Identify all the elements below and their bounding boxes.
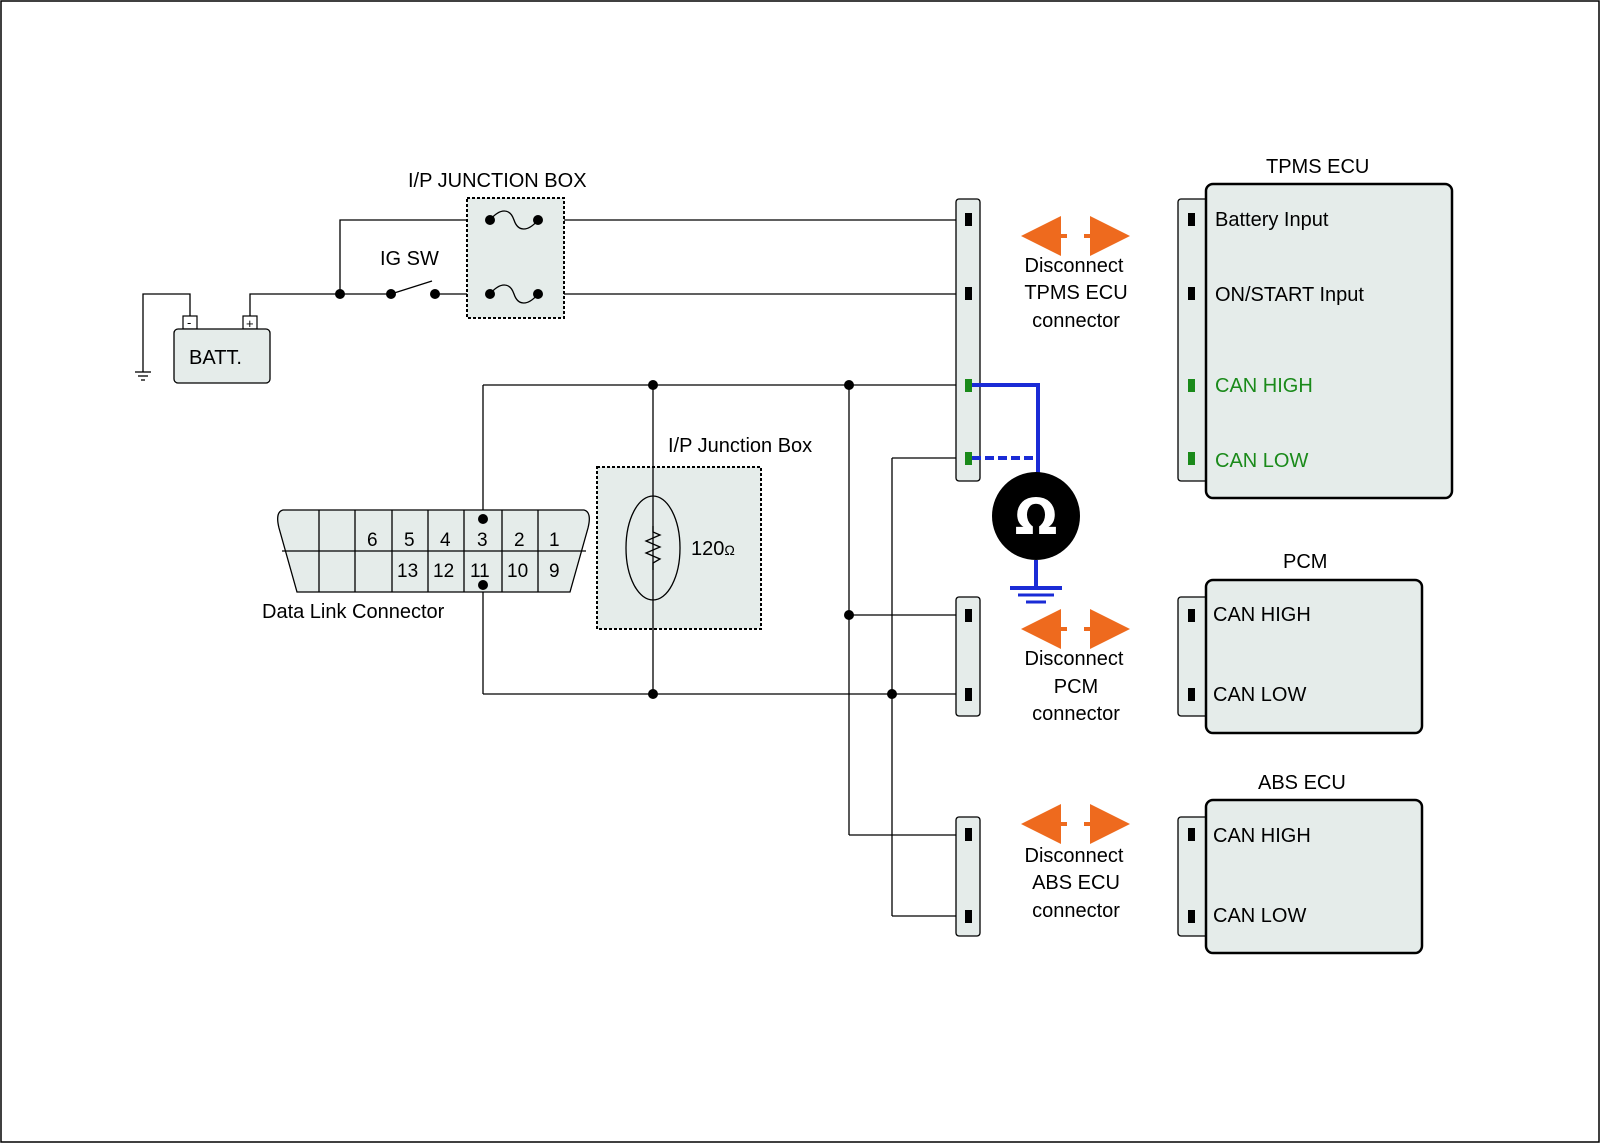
battery-positive-label: + (246, 316, 254, 331)
abs-ecu-module: ABS ECU CAN HIGH CAN LOW (1177, 772, 1424, 955)
tpms-can-low: CAN LOW (1215, 450, 1308, 472)
abs-can-high: CAN HIGH (1213, 825, 1311, 847)
tpms-ecu-module: TPMS ECU Battery Input ON/START Input CA… (1177, 156, 1454, 500)
abs-can-low: CAN LOW (1213, 905, 1306, 927)
dlc-pin-3: 3 (477, 530, 488, 551)
disconnect-pcm-line2: PCM (1054, 676, 1098, 698)
pcm-module: PCM CAN HIGH CAN LOW (1177, 551, 1424, 735)
disconnect-tpms: Disconnect TPMS ECU connector (1021, 216, 1130, 332)
ip-junction-box-title: I/P JUNCTION BOX (408, 170, 587, 192)
battery-label: BATT. (189, 347, 242, 369)
tpms-on-start-input: ON/START Input (1215, 284, 1364, 306)
disconnect-pcm-line1: Disconnect (1025, 648, 1124, 670)
dlc-pin-1: 1 (549, 530, 560, 551)
disconnect-pcm-line3: connector (1032, 703, 1120, 725)
disconnect-pcm: Disconnect PCM connector (1021, 609, 1130, 725)
tpms-can-high: CAN HIGH (1215, 375, 1313, 397)
resistor-value-label: 120Ω (691, 538, 735, 560)
battery: - + BATT. (173, 315, 271, 384)
ohmmeter-body (992, 472, 1080, 560)
ig-switch: IG SW (335, 248, 440, 299)
ohm-icon: Ω (1015, 488, 1058, 546)
ig-sw-label: IG SW (380, 248, 439, 270)
disconnect-abs-line3: connector (1032, 900, 1120, 922)
ip-junction-box-mid-label: I/P Junction Box (668, 435, 812, 457)
disconnect-tpms-line1: Disconnect (1025, 255, 1124, 277)
disconnect-abs: Disconnect ABS ECU connector (1021, 804, 1130, 922)
pcm-can-low: CAN LOW (1213, 684, 1306, 706)
dlc-pin-4: 4 (440, 530, 451, 551)
disconnect-tpms-line3: connector (1032, 310, 1120, 332)
dlc-pin-13: 13 (397, 561, 418, 582)
can-wiring (478, 380, 961, 917)
dlc-pin-11: 11 (470, 561, 490, 582)
dlc-pin-5: 5 (404, 530, 415, 551)
data-link-connector: 6 5 4 3 2 1 13 12 11 10 9 Data Link Conn… (262, 509, 590, 623)
ip-junction-box-fuses: I/P JUNCTION BOX (408, 170, 587, 319)
dlc-pin-12: 12 (433, 561, 454, 582)
disconnect-tpms-line2: TPMS ECU (1024, 282, 1127, 304)
dlc-pin-10: 10 (507, 561, 528, 582)
pcm-title: PCM (1283, 551, 1327, 573)
data-link-connector-label: Data Link Connector (262, 601, 445, 623)
tpms-battery-input: Battery Input (1215, 209, 1329, 231)
disconnect-abs-line2: ABS ECU (1032, 872, 1120, 894)
dlc-pin-2: 2 (514, 530, 525, 551)
dlc-pin-9: 9 (549, 561, 560, 582)
disconnect-abs-line1: Disconnect (1025, 845, 1124, 867)
pcm-can-high: CAN HIGH (1213, 604, 1311, 626)
harness-connectors (955, 198, 981, 937)
dlc-pin-6: 6 (367, 530, 378, 551)
abs-ecu-title: ABS ECU (1258, 772, 1346, 794)
battery-negative-label: - (187, 315, 191, 330)
ip-junction-box-termination: I/P Junction Box 120Ω (596, 435, 812, 630)
tpms-ecu-title: TPMS ECU (1266, 156, 1369, 178)
ohmmeter: Ω (972, 383, 1080, 604)
